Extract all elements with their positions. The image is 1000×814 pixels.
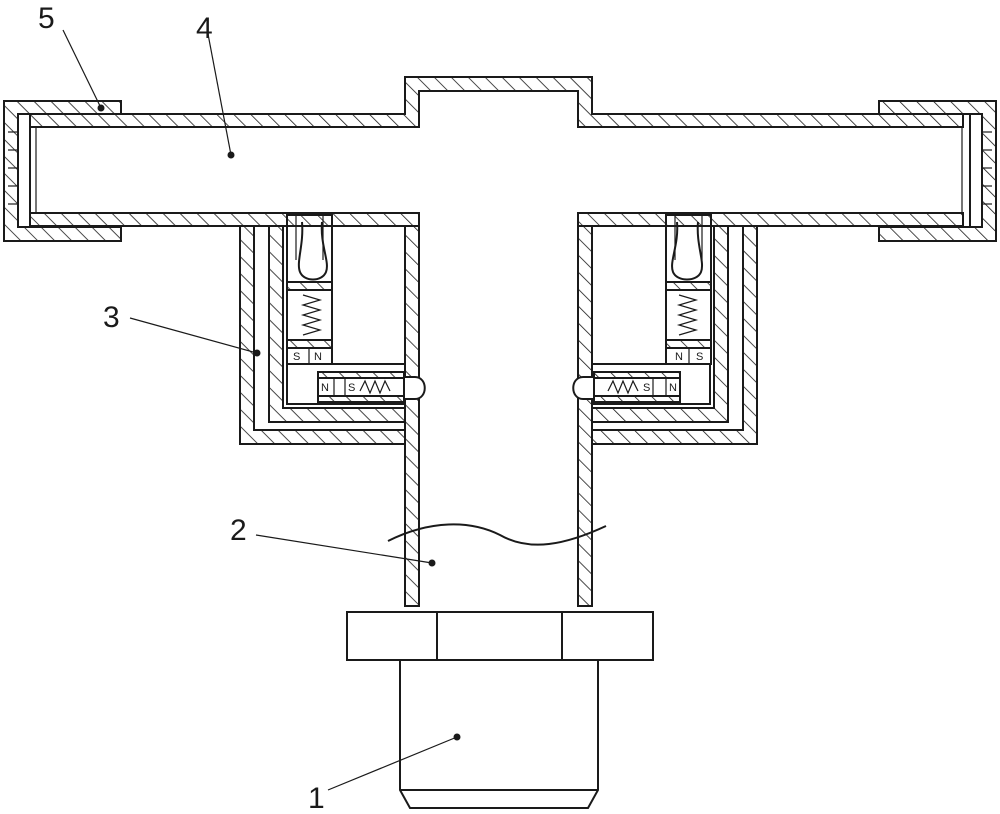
valve-right: N S S N — [572, 214, 712, 405]
label-4: 4 — [196, 12, 213, 45]
label-2: 2 — [230, 514, 247, 547]
stem-wall-right — [577, 225, 593, 607]
pole-label: S — [348, 382, 355, 394]
pole-label: N — [321, 382, 329, 394]
end-cap-right — [878, 100, 997, 242]
part-labels: 5 4 3 2 1 — [38, 2, 325, 814]
t-pipe-top-wall — [23, 76, 964, 128]
pole-label: N — [314, 351, 322, 363]
break-line — [387, 523, 607, 546]
t-pipe-bottom-wall-right — [577, 212, 964, 227]
pole-label: N — [669, 382, 677, 394]
leader-lines — [62, 29, 461, 791]
housing-left — [239, 225, 406, 445]
end-cap-left — [3, 100, 122, 242]
vertical-stem — [387, 225, 607, 607]
pole-label: S — [696, 351, 703, 363]
housing-right — [591, 225, 758, 445]
label-1: 1 — [308, 782, 325, 814]
valve-left: S N N S — [286, 214, 426, 405]
pole-label: S — [643, 382, 650, 394]
threaded-connector — [399, 660, 599, 809]
t-pipe — [23, 76, 964, 227]
stem-wall-left — [404, 225, 420, 607]
label-3: 3 — [103, 301, 120, 334]
hex-nut — [346, 611, 654, 661]
t-pipe-bottom-wall-left — [23, 212, 420, 227]
pole-label: S — [293, 351, 300, 363]
label-5: 5 — [38, 2, 55, 35]
pole-label: N — [675, 351, 683, 363]
